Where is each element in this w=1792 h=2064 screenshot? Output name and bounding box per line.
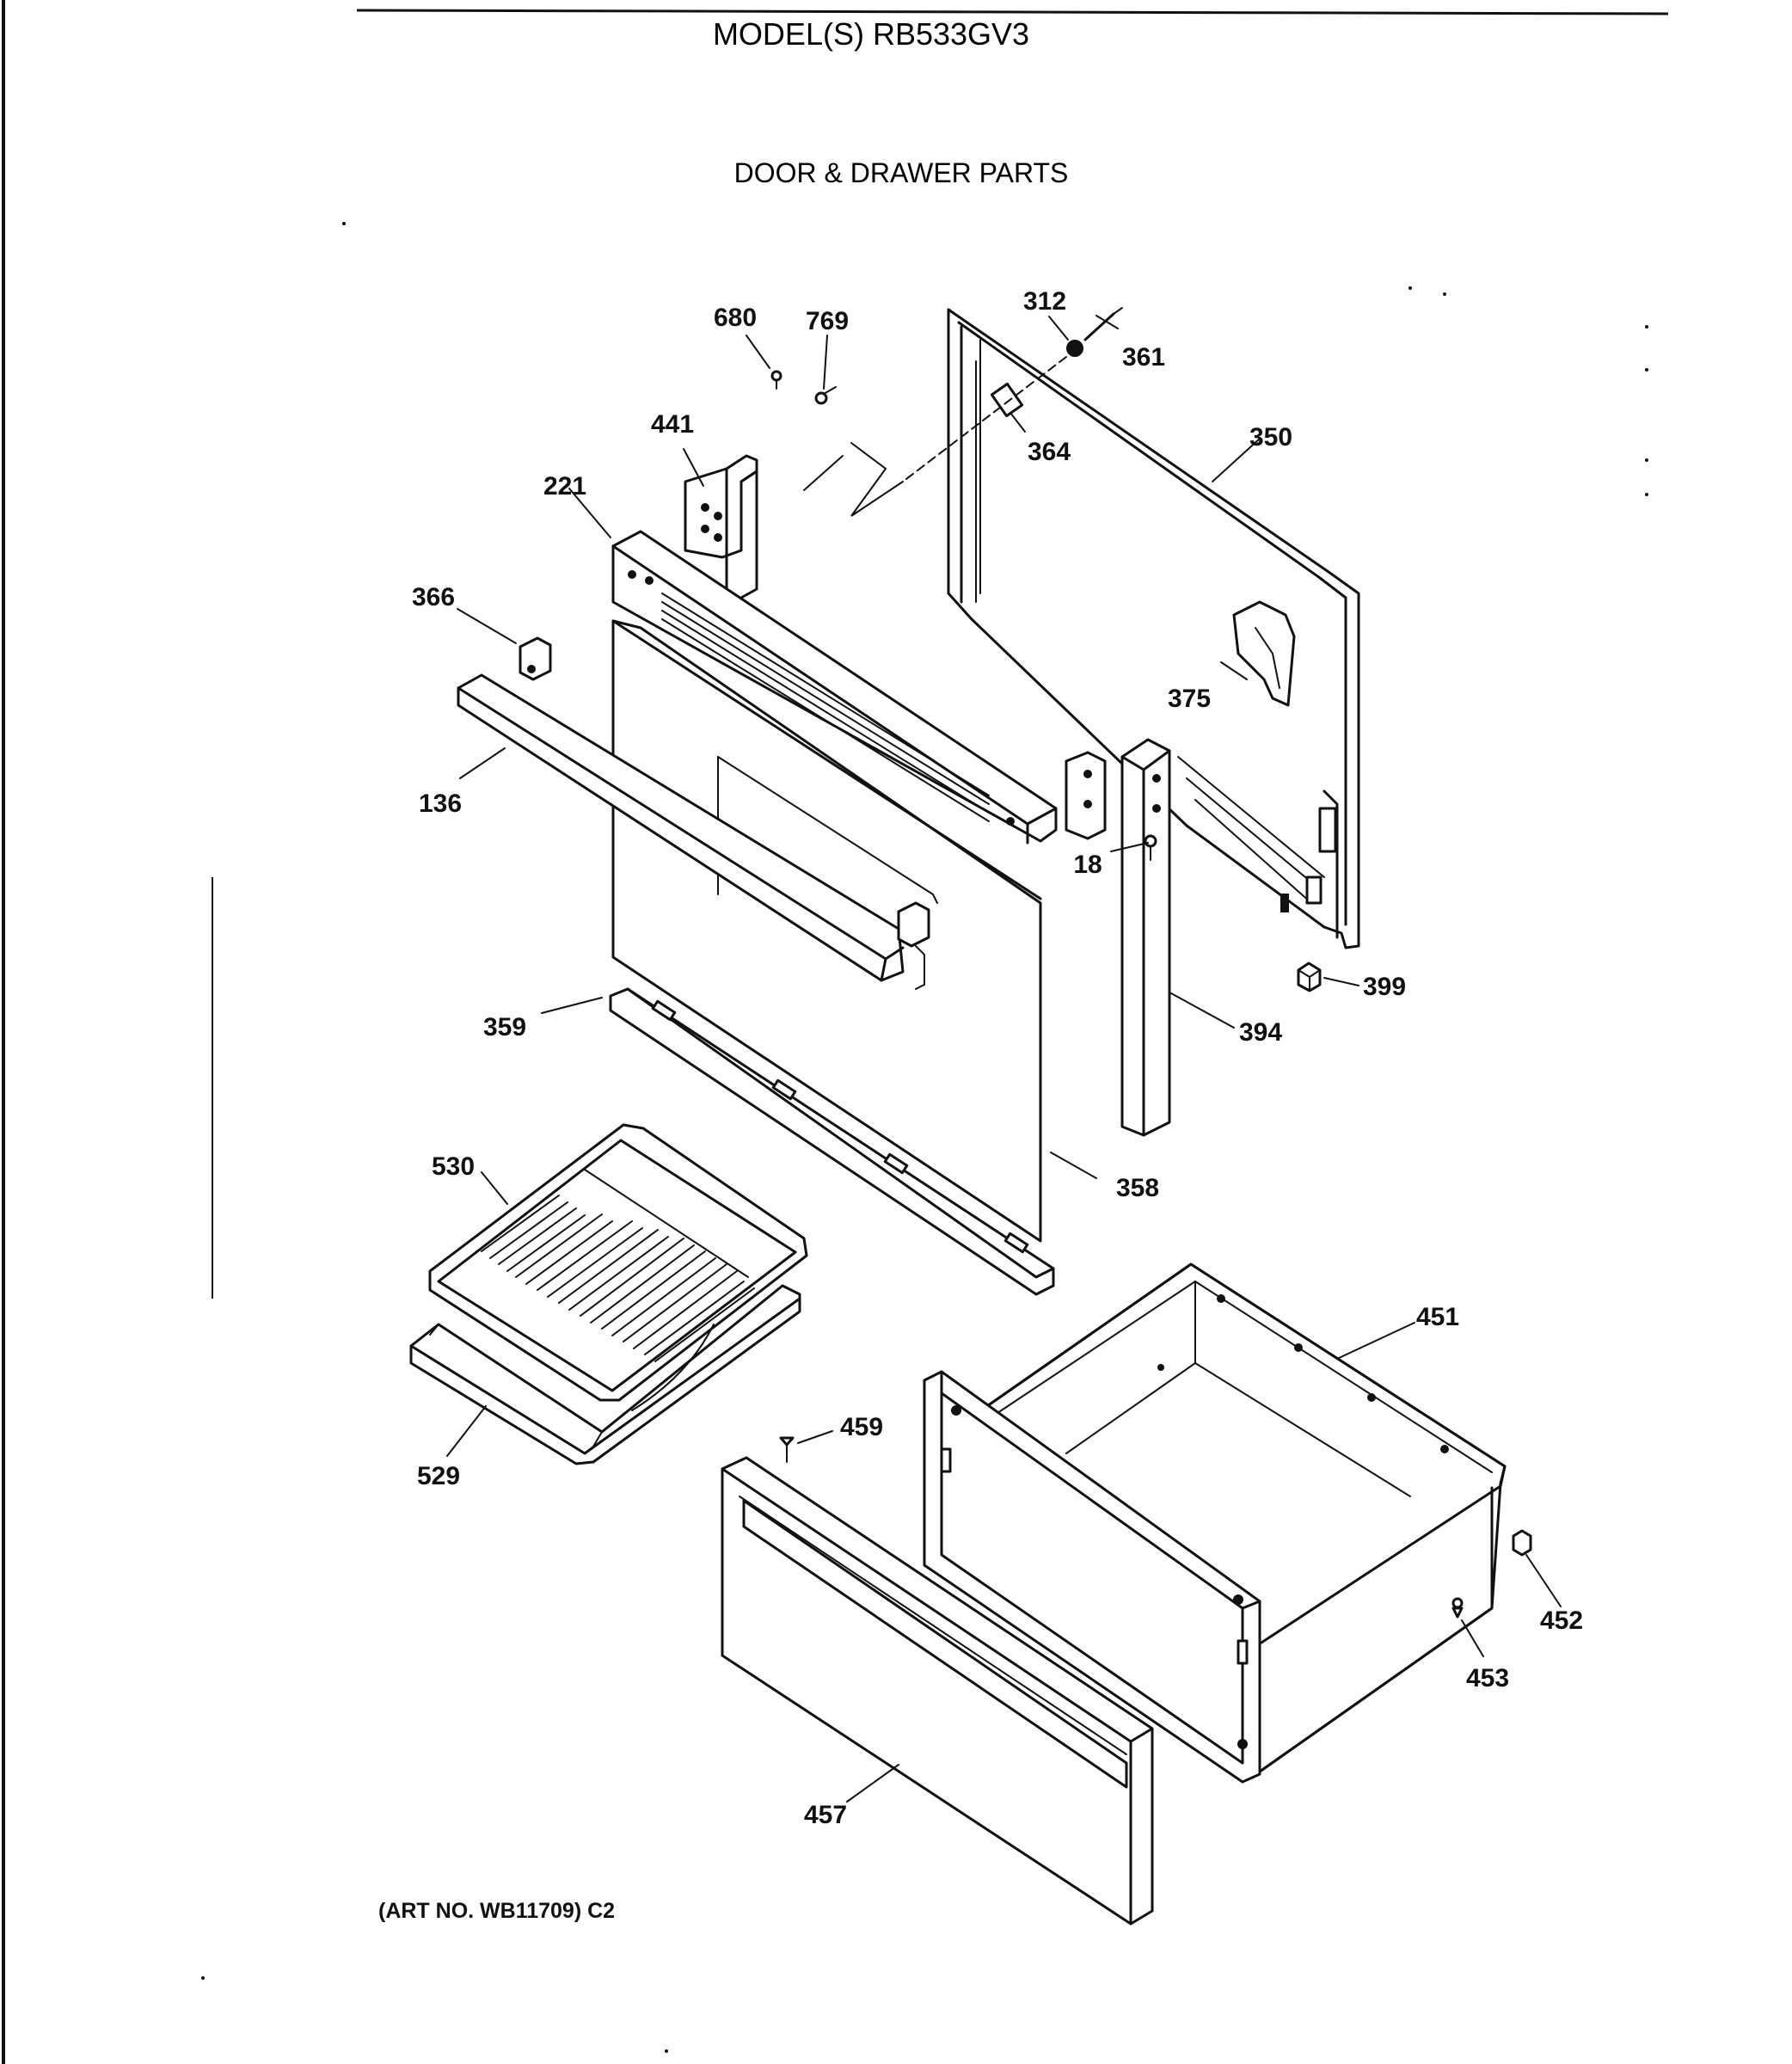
callout-221: 221 — [543, 472, 586, 501]
callout-451: 451 — [1416, 1303, 1459, 1331]
door-handle-136 — [457, 673, 905, 982]
broiler-grid-530 — [428, 1123, 808, 1402]
stop-364 — [990, 382, 1024, 418]
callout-452: 452 — [1540, 1606, 1583, 1635]
handle-endcap-366-left — [519, 636, 552, 681]
glide-452 — [1512, 1529, 1532, 1557]
callout-441: 441 — [651, 410, 694, 439]
callout-350: 350 — [1249, 423, 1292, 452]
callout-769: 769 — [806, 307, 849, 335]
callout-394: 394 — [1239, 1018, 1282, 1047]
vent-trim-221 — [611, 530, 1058, 845]
art-number: (ART NO. WB11709) C2 — [378, 1899, 615, 1923]
callout-312: 312 — [1023, 287, 1066, 316]
callout-680: 680 — [714, 304, 757, 332]
callout-529: 529 — [417, 1462, 460, 1490]
callout-457: 457 — [804, 1801, 847, 1829]
callout-375: 375 — [1168, 685, 1211, 713]
leader-lines — [446, 315, 1562, 1803]
callout-366: 366 — [412, 583, 455, 611]
screw-769 — [814, 386, 837, 405]
top-border-line — [356, 9, 1669, 15]
side-trim-394 — [1065, 738, 1171, 1137]
drawer-front-457 — [721, 1456, 1154, 1926]
callout-361: 361 — [1122, 343, 1165, 372]
door-inner-panel-350 — [947, 308, 1360, 949]
model-title: MODEL(S) RB533GV3 — [713, 16, 1029, 52]
rivet-453 — [1451, 1597, 1464, 1619]
screw-680 — [770, 370, 782, 390]
callout-359: 359 — [483, 1013, 526, 1041]
callout-530: 530 — [432, 1152, 475, 1181]
callout-136: 136 — [419, 789, 462, 818]
insulation-375 — [1232, 600, 1296, 707]
callout-459: 459 — [840, 1413, 883, 1441]
washer-312 — [1066, 340, 1083, 357]
drawer-body-451 — [985, 1262, 1507, 1773]
drawer-frame — [923, 1370, 1261, 1784]
broiler-pan-529 — [409, 1284, 801, 1465]
callout-399: 399 — [1363, 973, 1406, 1001]
bottom-door-trim-359 — [609, 987, 1055, 1296]
door-screw-assembly — [803, 307, 1123, 517]
screw-361 — [1083, 312, 1115, 341]
bumper-399 — [1297, 961, 1322, 992]
callout-18: 18 — [1073, 851, 1102, 879]
handle-endcap-366-right — [897, 901, 930, 990]
callout-364: 364 — [1028, 438, 1071, 466]
scan-specks — [201, 222, 1648, 2053]
screw-459 — [779, 1436, 795, 1463]
callout-453: 453 — [1466, 1664, 1509, 1692]
section-title: DOOR & DRAWER PARTS — [734, 157, 1069, 188]
hinge-bracket-441 — [684, 454, 758, 599]
callout-358: 358 — [1116, 1174, 1159, 1202]
